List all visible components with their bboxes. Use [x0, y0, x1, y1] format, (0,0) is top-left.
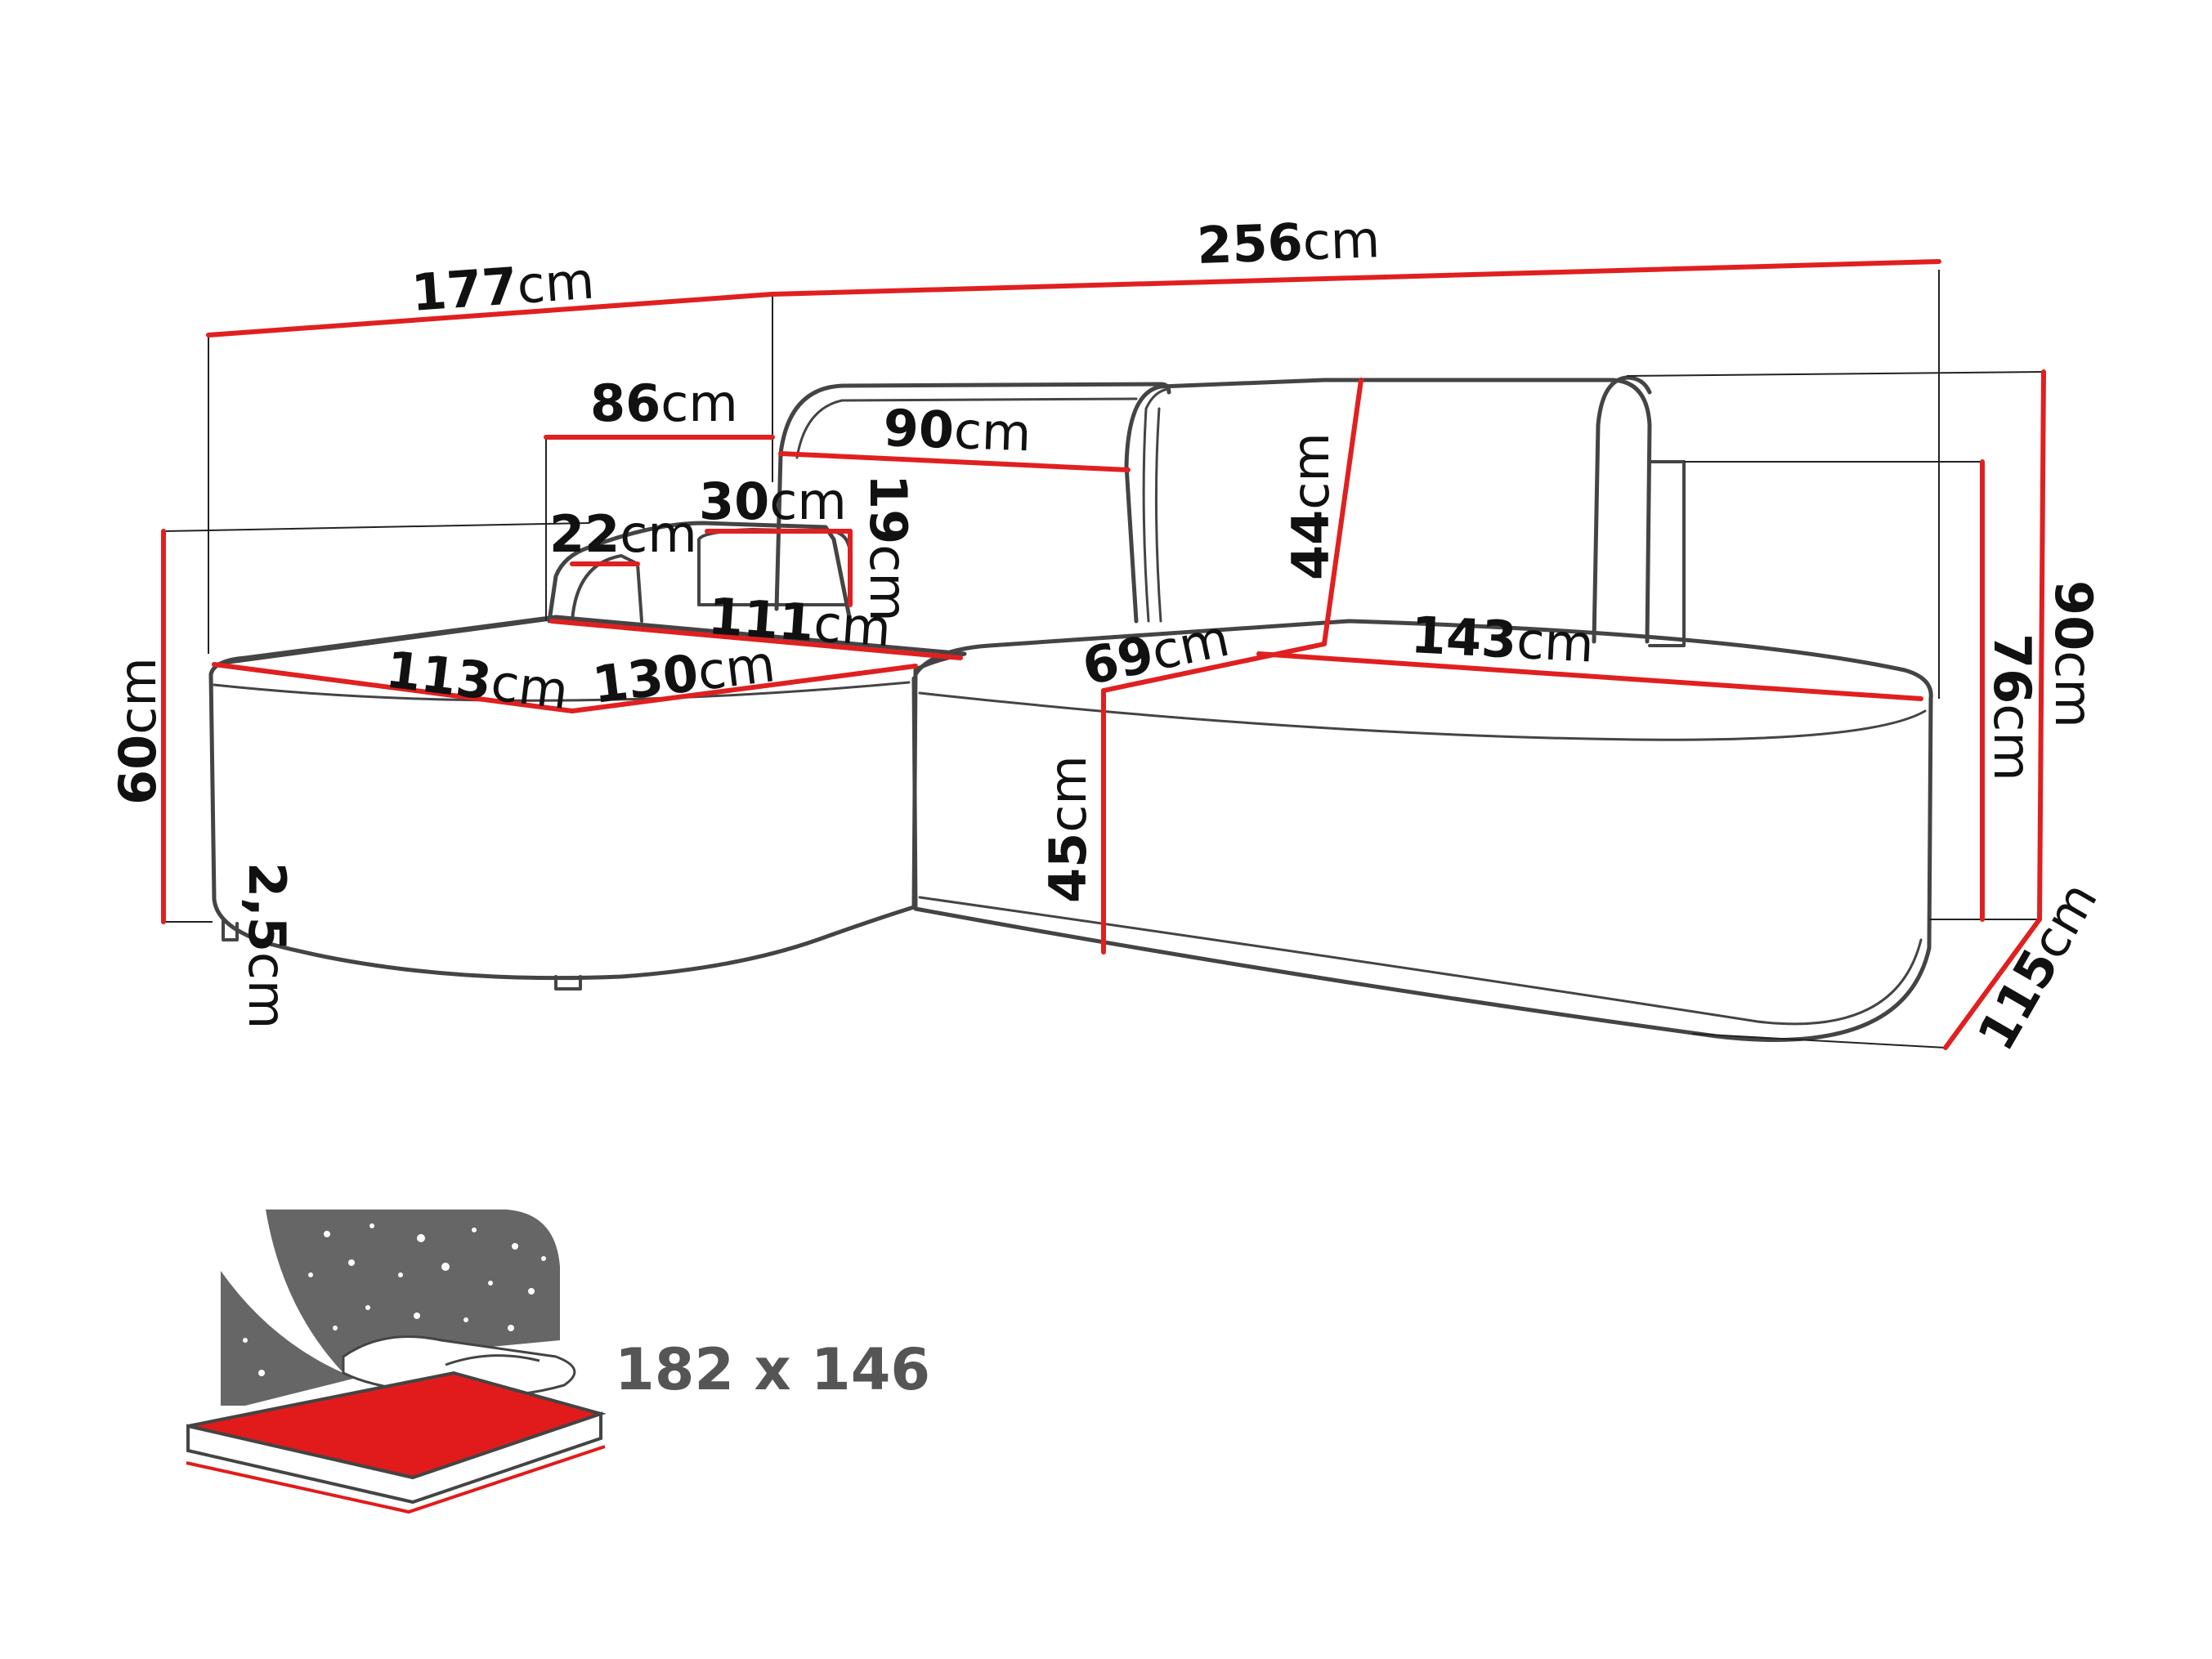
- line-115: [1943, 917, 2042, 1050]
- big-cushion-seam-2: [1154, 407, 1162, 623]
- line-90-height: [2037, 369, 2046, 922]
- label-111: 111cm: [706, 586, 893, 658]
- dimension-lines: [161, 259, 2046, 1050]
- label-2-5: 2,5cm: [237, 862, 297, 1029]
- leader-lines: [163, 270, 2044, 1049]
- main-seat-top: [913, 619, 1933, 701]
- label-86: 86cm: [590, 373, 738, 433]
- backrest-inner: [795, 397, 1138, 459]
- foot-left: [222, 918, 239, 941]
- foot-mid: [554, 975, 582, 990]
- big-back-cushion: [1124, 378, 1652, 644]
- label-45: 45cm: [1038, 755, 1098, 903]
- line-143: [1256, 651, 1923, 701]
- label-69: 69cm: [1077, 608, 1234, 697]
- big-cushion-seam: [1142, 387, 1171, 623]
- label-22: 22cm: [549, 504, 697, 564]
- line-44: [1322, 378, 1363, 646]
- line-256: [770, 259, 1941, 297]
- label-44: 44cm: [1281, 432, 1341, 580]
- label-177: 177cm: [410, 251, 596, 323]
- stars: [243, 1223, 546, 1376]
- chaise-front-body: [208, 668, 918, 981]
- line-111: [549, 619, 963, 660]
- chaise-armrest: [547, 521, 853, 624]
- sofa-drawing: [208, 375, 1933, 1042]
- chaise-arm-cushion: [571, 554, 643, 623]
- label-130: 130cm: [589, 633, 778, 715]
- line-177: [206, 292, 775, 338]
- line-90: [778, 451, 1131, 472]
- label-30: 30cm: [699, 472, 847, 531]
- main-bottom-rim: [918, 896, 1923, 1026]
- main-seat-body: [911, 676, 1933, 1042]
- label-90: 90cm: [882, 398, 1032, 463]
- right-armrest: [1592, 375, 1652, 644]
- bed-width-arrow: [186, 1445, 606, 1514]
- dimension-labels: 177cm 256cm 86cm 90cm 30cm 19cm 22cm 111…: [108, 209, 2109, 1060]
- line-130: [570, 664, 918, 713]
- main-seat-rim: [918, 691, 1927, 741]
- right-arm-block: [1648, 460, 1686, 647]
- sleeping-area-icon: 182 x 146: [186, 1210, 930, 1514]
- label-76: 76cm: [1982, 633, 2042, 781]
- label-143: 143cm: [1409, 605, 1595, 674]
- label-19: 19cm: [858, 474, 918, 622]
- label-90-height: 90cm: [2044, 580, 2103, 728]
- chaise-top-rim: [213, 681, 911, 702]
- label-256: 256cm: [1196, 209, 1381, 275]
- sleeping-area-label: 182 x 146: [615, 1336, 930, 1403]
- label-60: 60cm: [108, 657, 168, 805]
- line-69: [1101, 642, 1327, 693]
- night-sky-stars-icon: [221, 1210, 560, 1406]
- label-113: 113cm: [383, 639, 571, 721]
- line-113: [212, 662, 575, 713]
